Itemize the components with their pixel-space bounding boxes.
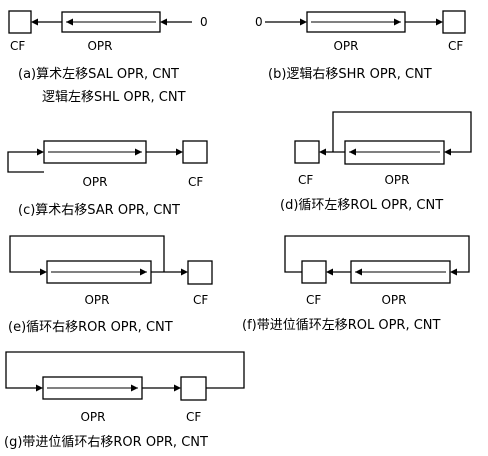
arrow-head-right [174, 384, 181, 392]
panel-g-rcr: OPR CF (g)带进位循环右移ROR OPR, CNT [4, 351, 245, 450]
opr-label: OPR [333, 39, 358, 53]
arrow-head-right [135, 148, 142, 156]
arrow-head-right [37, 148, 44, 156]
cf-box [180, 376, 207, 401]
cf-label: CF [448, 39, 463, 53]
arrow-head-left [349, 148, 356, 156]
panel-f-rcl: CF OPR (f)带进位循环左移ROL OPR, CNT [242, 235, 470, 333]
cf-box [8, 10, 32, 34]
caption-d: (d)循环左移ROL OPR, CNT [280, 198, 443, 213]
arrow-head-right [300, 18, 307, 26]
cf-box [301, 260, 327, 284]
cf-label: CF [10, 39, 25, 53]
panel-e-ror: OPR CF (e)循环右移ROR OPR, CNT [8, 235, 213, 335]
arrow-head-left [66, 18, 73, 26]
arrow-head-right [181, 268, 188, 276]
arrow-head-right [40, 268, 47, 276]
panel-c-sar: OPR CF (c)算术右移SAR OPR, CNT [7, 140, 208, 218]
caption-f: (f)带进位循环左移ROL OPR, CNT [242, 318, 441, 333]
panel-a-sal-shl: 0 CF OPR (a)算术左移SAL OPR, CNT 逻辑左移SHL OPR… [8, 10, 208, 105]
cf-box [182, 140, 208, 164]
caption-e: (e)循环右移ROR OPR, CNT [8, 320, 173, 335]
cf-box [187, 260, 213, 285]
arrow-head-left [319, 148, 326, 156]
cf-label: CF [193, 293, 208, 307]
cf-label: CF [188, 175, 203, 189]
rotate-loop [9, 235, 165, 273]
panel-d-rol: CF OPR (d)循环左移ROL OPR, CNT [280, 111, 472, 213]
arrow-head-right [36, 384, 43, 392]
zero-label: 0 [200, 15, 208, 29]
arrow-head-left [160, 18, 167, 26]
opr-label: OPR [381, 293, 406, 307]
arrow-head-right [436, 18, 443, 26]
rotate-through-carry-loop [5, 351, 245, 389]
caption-g: (g)带进位循环右移ROR OPR, CNT [4, 435, 208, 450]
cf-label: CF [298, 173, 313, 187]
rotate-loop [332, 111, 472, 153]
rotate-through-carry-loop [284, 235, 470, 273]
opr-label: OPR [84, 293, 109, 307]
panel-b-shr: 0 OPR CF (b)逻辑右移SHR OPR, CNT [255, 10, 466, 82]
caption-a: (a)算术左移SAL OPR, CNT [18, 67, 179, 82]
cf-box [294, 140, 320, 164]
opr-label: OPR [80, 410, 105, 424]
zero-label: 0 [255, 15, 263, 29]
arrow-head-right [176, 148, 183, 156]
cf-box [442, 10, 466, 34]
cf-label: CF [306, 293, 321, 307]
opr-label: OPR [384, 173, 409, 187]
caption-a2: 逻辑左移SHL OPR, CNT [42, 90, 186, 105]
arrow-head-left [326, 268, 333, 276]
arrow-head-right [140, 268, 147, 276]
caption-c: (c)算术右移SAR OPR, CNT [18, 203, 180, 218]
opr-label: OPR [82, 175, 107, 189]
arrow-head-right [131, 384, 138, 392]
sign-bit-loop [7, 151, 44, 173]
cf-label: CF [186, 410, 201, 424]
arrow-head-left [444, 148, 451, 156]
arrow-head-right [394, 18, 401, 26]
arrow-head-left [355, 268, 362, 276]
arrow-head-left [450, 268, 457, 276]
arrow-head-left [31, 18, 38, 26]
caption-b: (b)逻辑右移SHR OPR, CNT [268, 67, 432, 82]
opr-label: OPR [87, 39, 112, 53]
